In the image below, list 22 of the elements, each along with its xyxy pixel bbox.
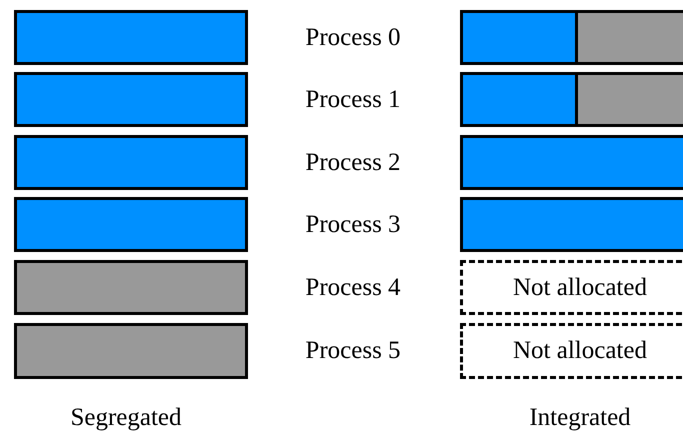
dashed-box	[460, 323, 683, 379]
filled-block	[460, 135, 683, 190]
filled-block	[460, 197, 683, 252]
filled-block	[14, 323, 248, 379]
filled-block	[14, 197, 248, 252]
column-caption: Segregated	[70, 404, 182, 432]
dashed-box	[460, 260, 683, 315]
process-label: Process 0	[305, 24, 401, 52]
filled-block	[14, 135, 248, 190]
filled-block	[14, 72, 248, 127]
split-block	[460, 72, 683, 127]
process-label: Process 4	[305, 274, 401, 302]
process-label: Process 2	[305, 148, 401, 176]
process-label: Process 1	[305, 86, 401, 114]
column-caption: Integrated	[529, 404, 631, 432]
process-label: Process 5	[305, 337, 401, 365]
block-label: Not allocated	[513, 337, 647, 365]
split-block	[460, 10, 683, 65]
filled-block	[14, 10, 248, 65]
filled-block	[14, 260, 248, 315]
process-label: Process 3	[305, 210, 401, 238]
block-label: Not allocated	[513, 274, 647, 302]
